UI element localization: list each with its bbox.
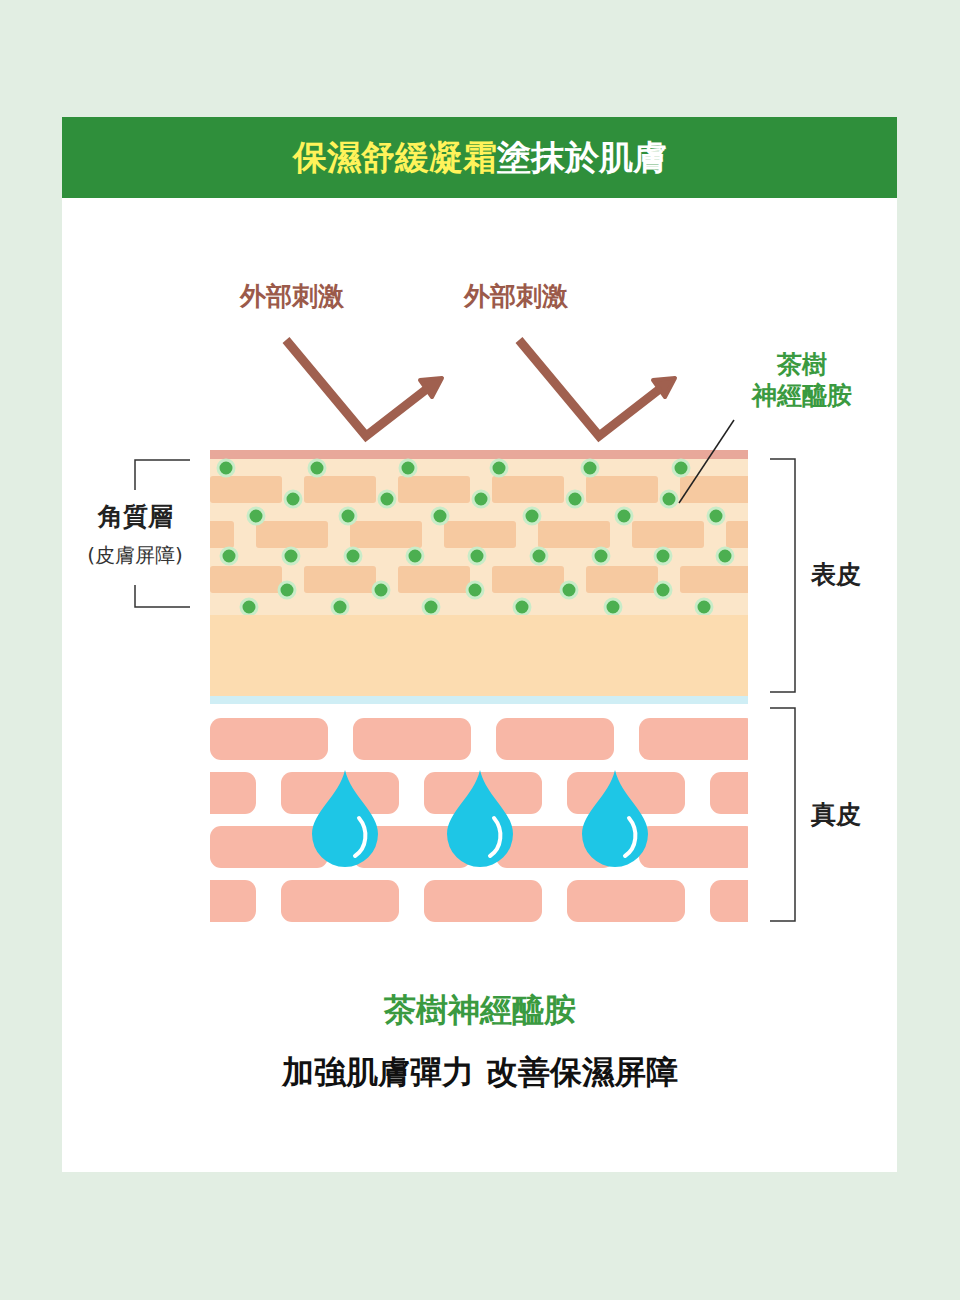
caption-text: 加強肌膚彈力 改善保濕屏障 [282,1052,677,1092]
layer-sublabel: (皮膚屏障) [87,543,183,568]
header-text: 保濕舒緩凝霜 [293,135,497,181]
stimulus-label: 外部刺激 [240,280,344,313]
layer-label: 角質層 [98,501,173,532]
stimulus-label: 外部刺激 [464,280,568,313]
caption-title: 茶樹神經醯胺 [384,990,576,1030]
callout-label: 茶樹 神經醯胺 [737,349,867,412]
layer-label: 表皮 [811,559,861,590]
header-text: 塗抹於肌膚 [497,135,667,181]
layer-label: 真皮 [811,799,861,830]
header-band: 保濕舒緩凝霜塗抹於肌膚 [62,117,897,198]
